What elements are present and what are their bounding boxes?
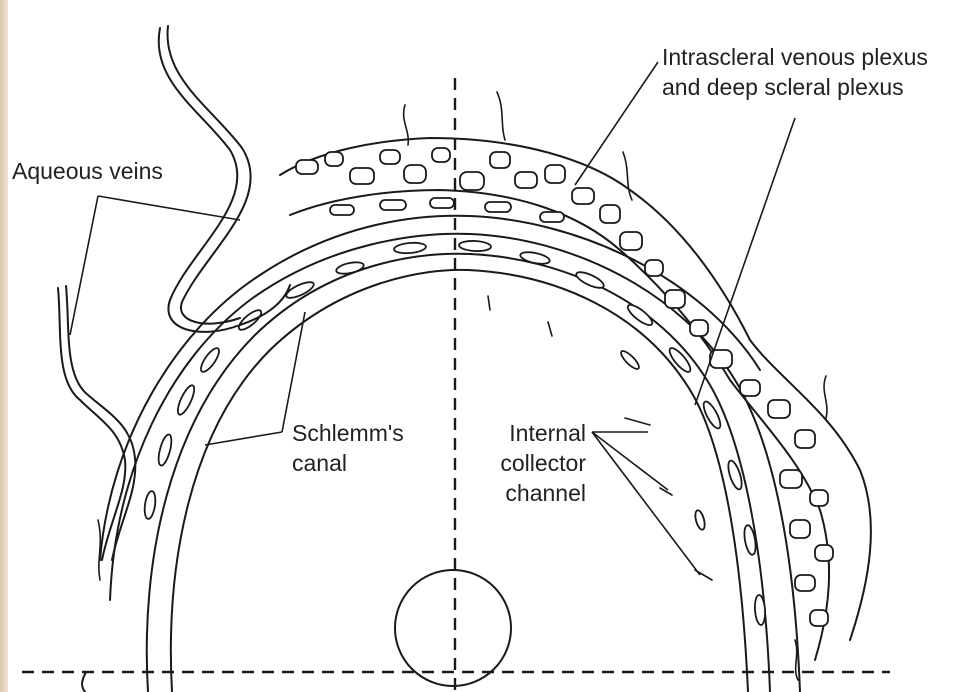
lower-left-vessel (82, 672, 86, 692)
central-circle (395, 570, 511, 686)
intrascleral-text-line2: and deep scleral plexus (662, 72, 928, 102)
label-intrascleral-plexus: Intrascleral venous plexus and deep scle… (662, 42, 928, 102)
aqueous-veins-text: Aqueous veins (12, 156, 163, 186)
schlemm-text-line2: canal (292, 448, 404, 478)
label-internal-collector-channel: Internal collector channel (494, 418, 586, 508)
label-aqueous-veins: Aqueous veins (12, 156, 163, 186)
intrascleral-text-line1: Intrascleral venous plexus (662, 42, 928, 72)
collector-text-line1: Internal (494, 418, 586, 448)
label-schlemms-canal: Schlemm's canal (292, 418, 404, 478)
collector-text-line3: channel (494, 478, 586, 508)
intrascleral-plexus (280, 92, 871, 680)
collector-text-line2: collector (494, 448, 586, 478)
aqueous-veins (58, 26, 290, 580)
schlemm-text-line1: Schlemm's (292, 418, 404, 448)
limbus-arcs (100, 216, 800, 692)
